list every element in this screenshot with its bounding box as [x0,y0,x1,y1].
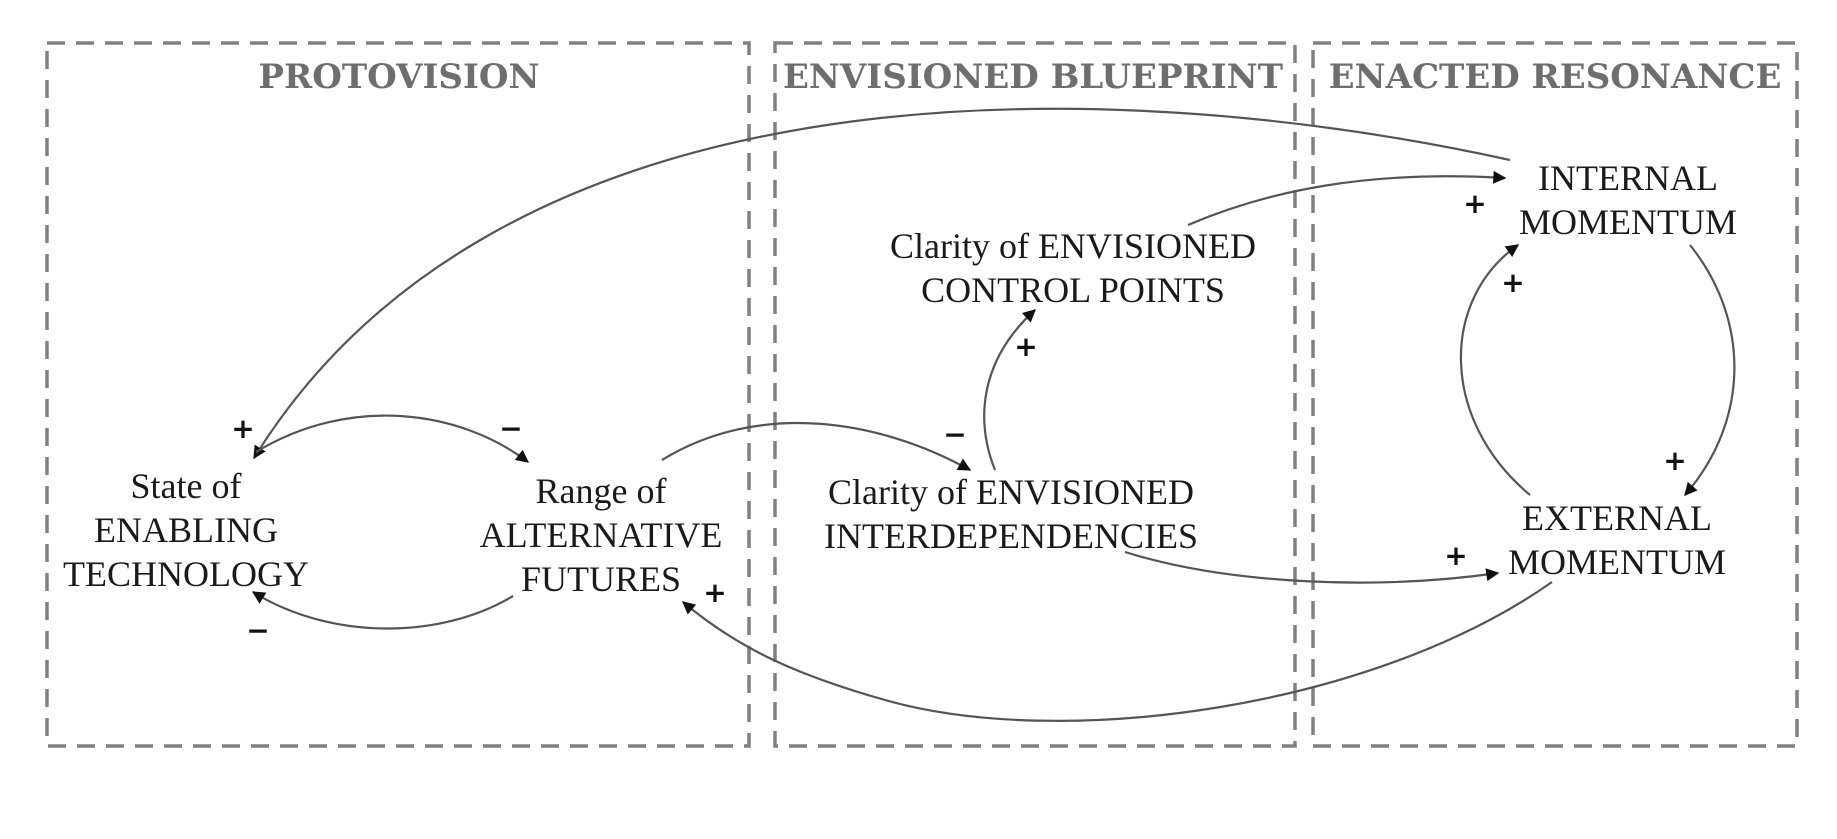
polarity-enabling-to-alternative: − [499,412,522,445]
section-box-enacted-resonance [1311,41,1799,748]
link-internal-to-external [1684,244,1736,496]
polarity-internal-to-enabling: + [231,412,254,445]
section-box-envisioned-blueprint [773,41,1297,748]
node-alternative-futures-line-3: FUTURES [521,559,681,599]
node-interdependencies-line-1: Clarity of ENVISIONED [828,472,1194,512]
link-interdependencies-to-control-points [983,309,1036,471]
section-title-enacted-resonance: ENACTED RESONANCE [1329,57,1782,97]
node-enabling-technology-line-3: TECHNOLOGY [63,554,309,594]
polarity-control-points-to-internal: + [1463,187,1486,220]
node-external-momentum-line-2: MOMENTUM [1508,542,1726,582]
polarity-interdependencies-to-external: + [1444,539,1467,572]
polarity-external-to-alternative: + [703,576,726,609]
node-alternative-futures-line-2: ALTERNATIVE [480,515,723,555]
link-control-points-to-internal [1187,170,1507,227]
node-internal-momentum-line-1: INTERNAL [1538,158,1718,198]
polarity-interdependencies-to-control-points: + [1014,330,1037,363]
polarity-alternative-to-interdependencies: − [943,418,966,451]
node-internal-momentum: INTERNAL MOMENTUM [1519,158,1737,242]
node-internal-momentum-line-2: MOMENTUM [1519,202,1737,242]
node-enabling-technology: State of ENABLING TECHNOLOGY [63,466,309,594]
node-enabling-technology-line-1: State of [131,466,242,506]
link-alternative-to-enabling [251,591,514,630]
node-interdependencies-line-2: INTERDEPENDENCIES [824,516,1198,556]
link-internal-to-enabling [253,107,1511,460]
section-title-protovision: PROTOVISION [258,57,539,97]
link-alternative-to-interdependencies [661,421,972,471]
link-enabling-to-alternative [255,414,530,463]
polarity-external-to-internal: + [1501,266,1524,299]
node-interdependencies: Clarity of ENVISIONED INTERDEPENDENCIES [824,472,1198,556]
polarity-internal-to-external: + [1663,444,1686,477]
node-control-points: Clarity of ENVISIONED CONTROL POINTS [890,226,1256,310]
node-external-momentum-line-1: EXTERNAL [1522,498,1712,538]
node-enabling-technology-line-2: ENABLING [94,510,278,550]
node-external-momentum: EXTERNAL MOMENTUM [1508,498,1726,582]
polarity-alternative-to-enabling: − [246,614,269,647]
link-external-to-internal [1459,244,1531,496]
section-title-envisioned-blueprint: ENVISIONED BLUEPRINT [783,57,1283,97]
node-control-points-line-1: Clarity of ENVISIONED [890,226,1256,266]
section-box-protovision [45,41,751,748]
node-alternative-futures: Range of ALTERNATIVE FUTURES [480,471,723,599]
node-control-points-line-2: CONTROL POINTS [921,270,1225,310]
node-alternative-futures-line-1: Range of [536,471,667,511]
link-external-to-alternative [682,581,1553,722]
link-interdependencies-to-external [1124,550,1500,584]
